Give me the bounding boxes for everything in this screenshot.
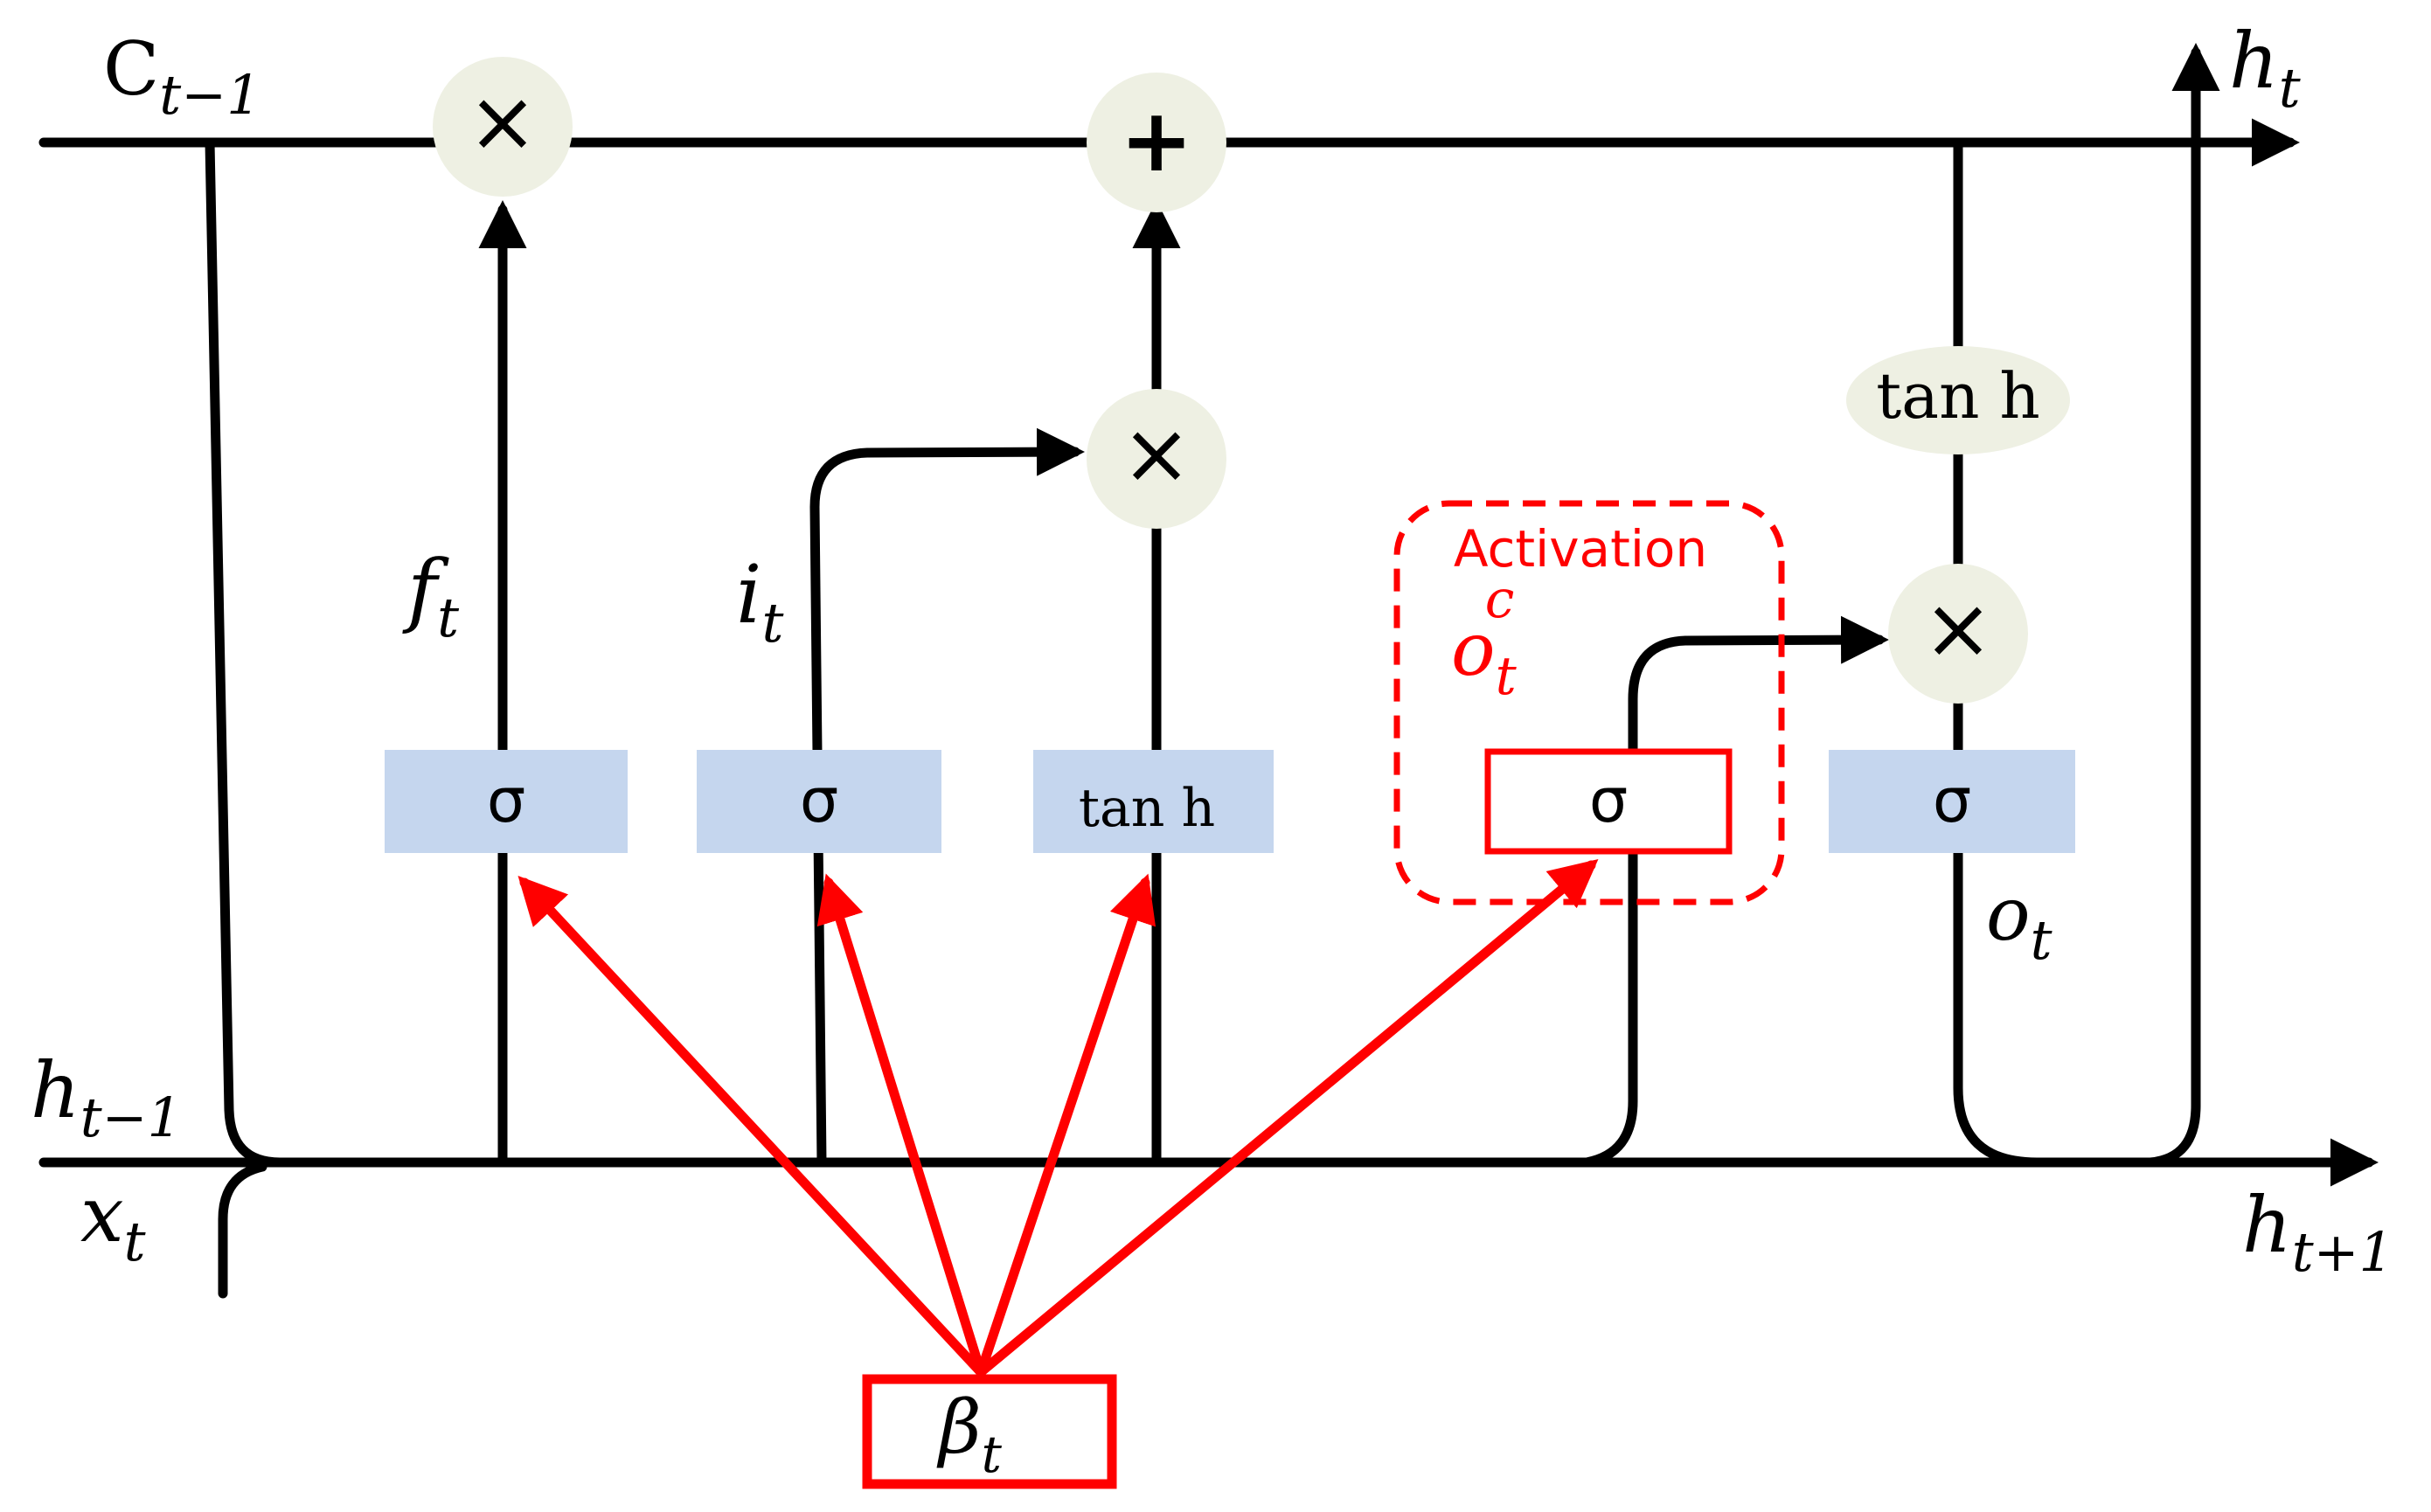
output-gate-box: σ <box>1829 750 2075 853</box>
cell-add-circle <box>1087 73 1226 212</box>
xt-label: xt <box>80 1169 146 1273</box>
input-mult-node: × <box>1087 389 1226 529</box>
candidate-gate-rect <box>1033 750 1274 853</box>
output-mult-node: × <box>1888 564 2028 704</box>
cell-add-node: + <box>1087 73 1226 212</box>
beta-label: βt <box>936 1384 1003 1484</box>
beta-to-activation-arrow <box>976 858 1599 1377</box>
h-next-label: ht+1 <box>2242 1180 2393 1284</box>
activation-gate-rect <box>1484 748 1733 855</box>
cell-tanh-node: tan h <box>1846 346 2070 454</box>
cell-tanh-ellipse <box>1846 346 2070 454</box>
beta-to-input-arrow <box>816 873 986 1377</box>
candidate-gate-label: tan h <box>1079 778 1215 839</box>
beta-to-forget-arrow <box>517 875 986 1377</box>
activation-gate-box: σ <box>1484 748 1733 855</box>
input-gate-wire <box>809 427 1085 1168</box>
beta-to-candidate-arrow <box>976 873 1156 1377</box>
ft-label: ft <box>402 543 459 649</box>
it-label: it <box>736 548 783 655</box>
c-prev-label: Ct−1 <box>103 26 261 127</box>
forget-mult-symbol: × <box>468 73 538 170</box>
output-gate-label: σ <box>1933 765 1971 836</box>
cell-to-hidden-connector <box>205 137 285 1168</box>
cell-add-symbol: + <box>1120 89 1193 191</box>
cell-tanh-label: tan h <box>1876 359 2040 433</box>
forget-mult-node: × <box>433 57 573 197</box>
ht-label: ht <box>2229 16 2301 120</box>
forget-mult-circle <box>433 57 573 197</box>
beta-rect <box>862 1374 1117 1489</box>
ht-output-wire <box>2145 43 2220 1168</box>
forget-gate-box: σ <box>385 750 628 853</box>
input-gate-label: σ <box>800 765 838 836</box>
beta-box: βt <box>862 1374 1117 1489</box>
input-gate-box: σ <box>697 750 941 853</box>
output-gate-rect <box>1829 750 2075 853</box>
activation-label: Activation <box>1454 519 1707 579</box>
output-mult-symbol: × <box>1923 579 1993 677</box>
input-mult-circle <box>1087 389 1226 529</box>
candidate-gate-box: tan h <box>1033 750 1274 853</box>
h-prev-label: ht−1 <box>31 1045 182 1149</box>
input-gate-rect <box>697 750 941 853</box>
ot-label: ot <box>1986 871 2052 972</box>
output-gate-wire <box>1953 694 2042 1168</box>
input-x-connector <box>218 1162 267 1299</box>
forget-gate-label: σ <box>487 765 525 836</box>
input-mult-symbol: × <box>1122 405 1191 503</box>
activation-output-label: otc <box>1451 569 1518 707</box>
forget-gate-rect <box>385 750 628 853</box>
activation-gate-wire <box>1581 615 1889 1168</box>
output-mult-circle <box>1888 564 2028 704</box>
activation-gate-label: σ <box>1589 765 1628 836</box>
